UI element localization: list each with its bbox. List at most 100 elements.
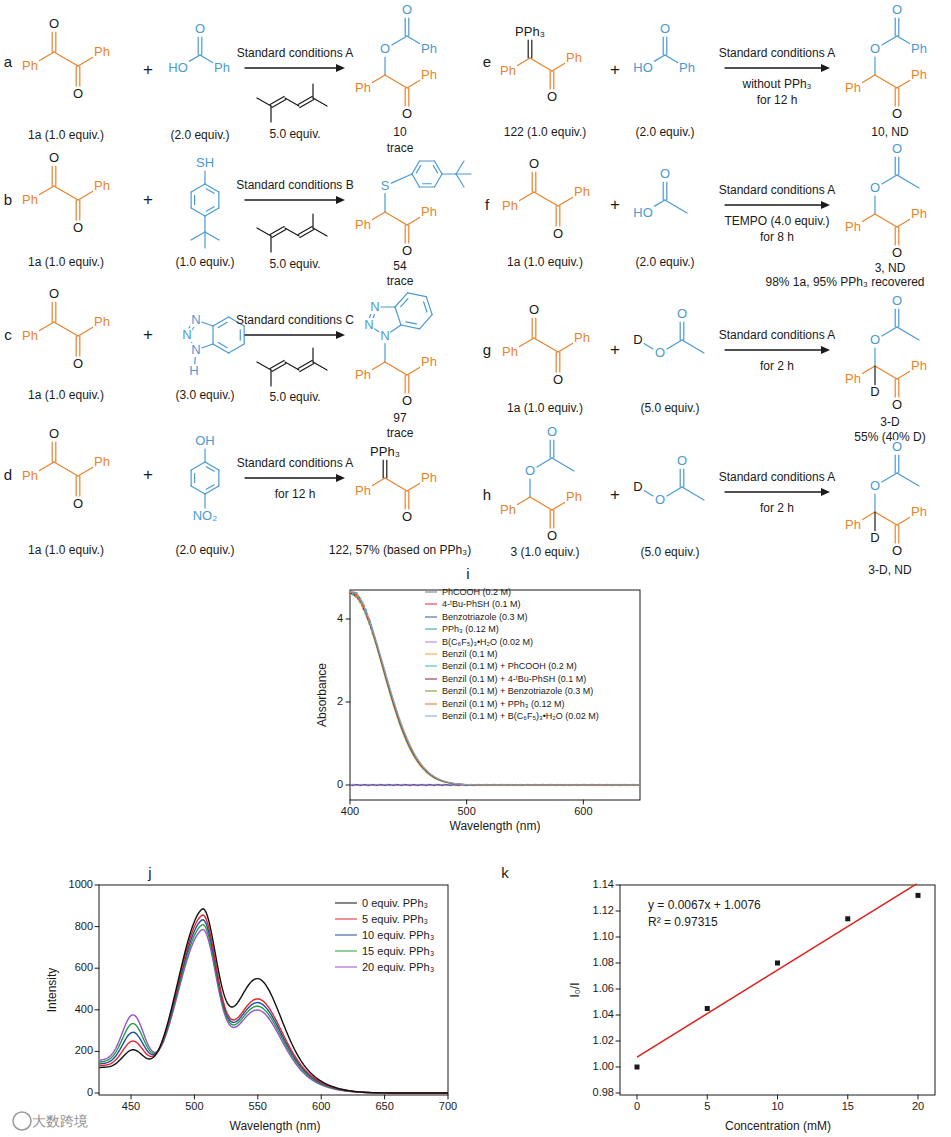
- bond-line: [205, 184, 219, 192]
- bond-line: [862, 214, 875, 222]
- bond-line: [534, 338, 558, 352]
- tick-mark: [321, 1095, 322, 1099]
- bond-line: [882, 175, 897, 184]
- bond-line: [385, 478, 407, 491]
- tick-label: 650: [375, 1101, 393, 1113]
- bond-line: [52, 302, 53, 322]
- bond-line: [898, 455, 899, 473]
- bond-line: [191, 192, 192, 208]
- bond-line: [55, 32, 56, 52]
- bond-line: [300, 100, 314, 108]
- atom-label: Ph: [354, 81, 372, 95]
- bond-line: [372, 212, 385, 220]
- bond-line: [285, 362, 299, 370]
- spectrum-curve: [350, 592, 639, 785]
- bond-line: [257, 228, 271, 236]
- condition-text: 5.0 equiv.: [269, 128, 320, 141]
- tick-label: 1000: [69, 879, 93, 891]
- atom-label: H: [188, 364, 199, 378]
- tick-mark: [616, 937, 620, 938]
- bond-line: [435, 174, 443, 187]
- bond-line: [882, 36, 897, 45]
- bond-line: [54, 186, 78, 200]
- atom-label: SH: [195, 156, 215, 170]
- bond-line: [683, 322, 684, 340]
- legend-text: Benzil (0.1 M) + B(C₆F₅)₃•H₂O (0.02 M): [442, 712, 599, 721]
- bond-line: [78, 467, 93, 476]
- compound-label: 54: [393, 260, 406, 273]
- atom-label: O: [546, 529, 558, 543]
- bond-line: [556, 206, 557, 226]
- bond-line: [298, 96, 312, 104]
- bond-line: [385, 362, 407, 375]
- legend-item: 10 equiv. PPh₃: [335, 930, 434, 941]
- bond-line: [456, 161, 464, 174]
- atom-label: Ph: [420, 205, 438, 219]
- tick-mark: [616, 1015, 620, 1016]
- legend-item: Benzil (0.1 M): [425, 650, 498, 659]
- atom-label: O: [552, 227, 564, 241]
- atom-label: Ph: [93, 455, 111, 469]
- atom-label: Ph: [573, 331, 591, 345]
- bond-line: [420, 315, 433, 329]
- atom-label: Ph: [910, 68, 928, 82]
- bond-line: [875, 512, 897, 525]
- bond-line: [272, 364, 286, 372]
- condition-text: 5.0 equiv.: [269, 391, 320, 404]
- reaction-arrow: [725, 204, 824, 205]
- tick-mark: [346, 785, 350, 786]
- bond-line: [405, 225, 406, 243]
- bond-line: [401, 325, 420, 329]
- atom-label: N: [190, 313, 201, 327]
- bond-line: [218, 192, 219, 208]
- bond-line: [76, 476, 77, 496]
- bond-line: [405, 88, 406, 106]
- bond-line: [39, 52, 54, 61]
- bond-line: [553, 510, 554, 528]
- compound-label: trace: [387, 427, 414, 440]
- atom-label: Ph: [565, 51, 583, 65]
- tick-mark: [346, 619, 350, 620]
- atom-label: O: [676, 454, 688, 468]
- bond-line: [559, 352, 560, 372]
- emission-curve: [99, 920, 448, 1093]
- atom-label: Ph: [21, 329, 39, 343]
- atom-label: O: [72, 87, 84, 101]
- bond-line: [433, 165, 437, 172]
- bond-line: [55, 302, 56, 322]
- arrow-head: [336, 331, 345, 339]
- atom-label: Ph: [213, 61, 231, 75]
- tick-mark: [257, 1095, 258, 1099]
- bond-line: [534, 192, 558, 206]
- bond-line: [218, 322, 227, 327]
- atom-label: Ph: [565, 490, 583, 504]
- atom-label: O: [528, 157, 540, 171]
- atom-label: Ph: [573, 185, 591, 199]
- atom-label: OH: [194, 434, 216, 448]
- tick-mark: [847, 1095, 848, 1099]
- legend-swatch: [425, 616, 437, 617]
- axis-frame: [350, 590, 640, 800]
- compound-label: (2.0 equiv.): [170, 129, 229, 142]
- condition-text: Standard conditions C: [236, 314, 354, 327]
- compound-label: 1a (1.0 equiv.): [28, 544, 104, 557]
- legend-item: Benzil (0.1 M) + PhCOOH (0.2 M): [425, 662, 577, 671]
- bond-line: [79, 336, 80, 356]
- legend-swatch: [425, 592, 437, 593]
- fit-line: [637, 884, 917, 1057]
- bond-line: [529, 479, 530, 497]
- atom-label: O: [546, 90, 558, 104]
- condition-text: for 12 h: [757, 94, 798, 107]
- bond-line: [39, 186, 54, 195]
- legend-text: Benzotriazole (0.3 M): [442, 612, 528, 621]
- compound-label: (2.0 equiv.): [635, 126, 694, 139]
- bond-line: [683, 469, 684, 487]
- tick-mark: [616, 1093, 620, 1094]
- axis-frame: [99, 885, 448, 1095]
- legend-item: Benzil (0.1 M) + PPh₃ (0.12 M): [425, 699, 564, 708]
- bond-line: [519, 192, 534, 201]
- tick-mark: [616, 1067, 620, 1068]
- bond-line: [862, 366, 875, 374]
- tick-mark: [616, 963, 620, 964]
- plus-sign: +: [143, 326, 153, 344]
